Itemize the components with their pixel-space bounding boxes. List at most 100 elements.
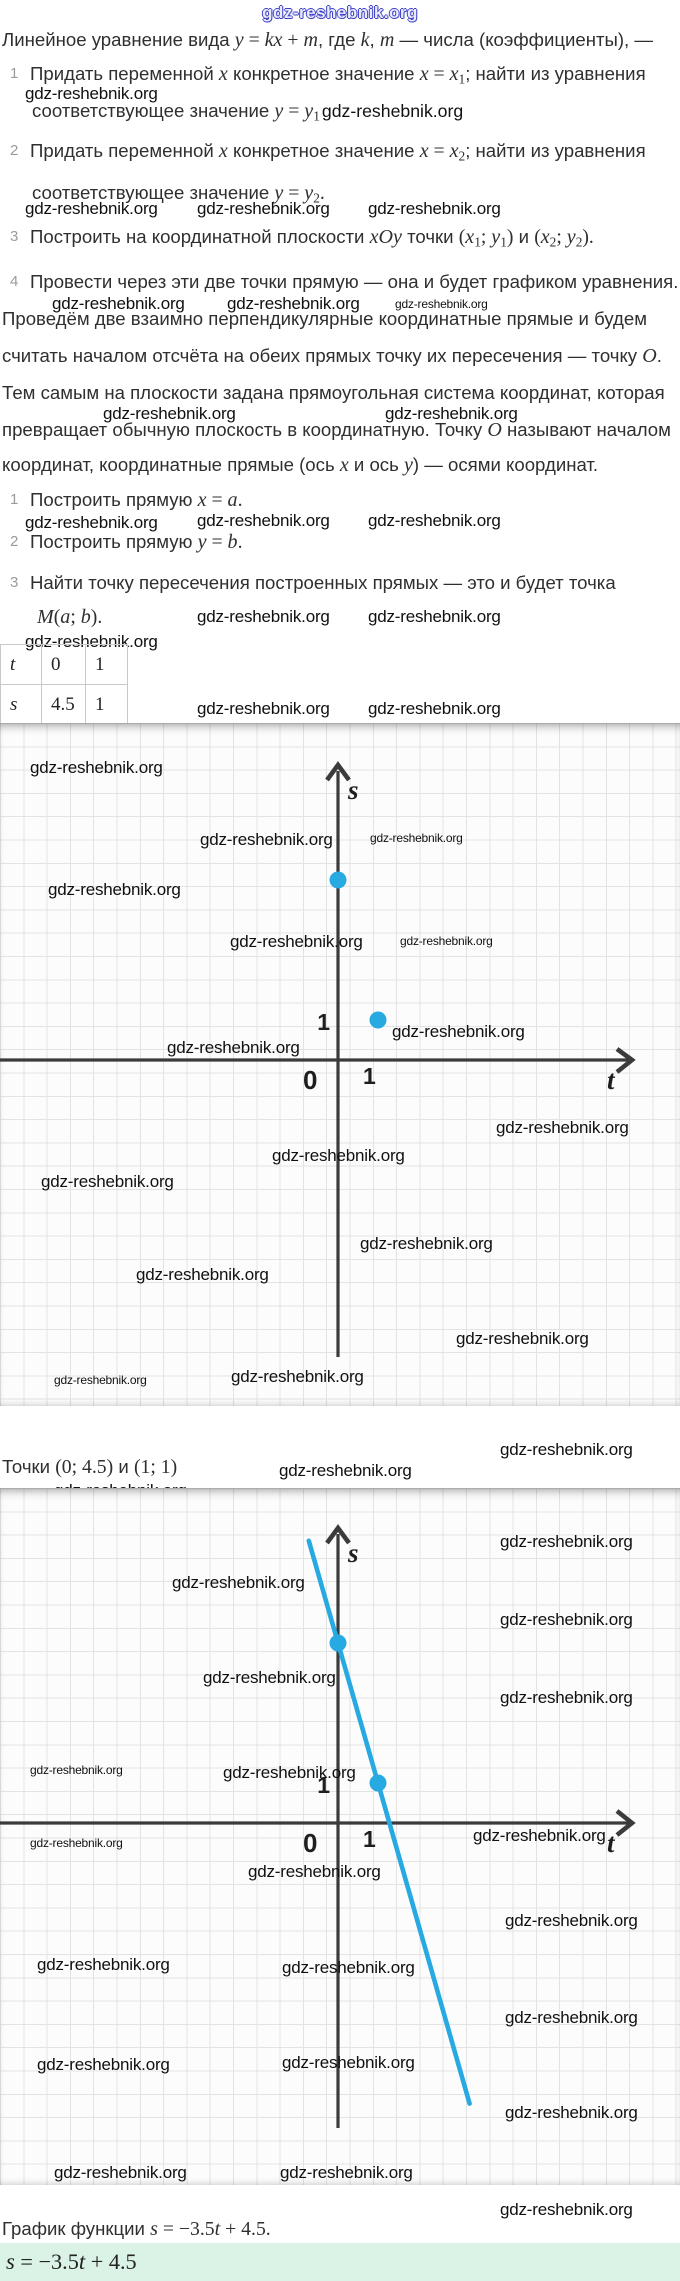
list1-item1-line1: Придать переменной x конкретное значение… [30, 63, 646, 87]
list1-item2-line2: соответствующее значение y = y2. [32, 182, 325, 206]
list1-item2-line1: Придать переменной x конкретное значение… [30, 140, 646, 164]
coordinate-plane-points: s t 1 0 1 gdz-reshebnik.org gdz-reshebni… [0, 723, 680, 1406]
data-point [329, 871, 347, 889]
watermark: gdz-reshebnik.org [30, 1836, 123, 1850]
watermark: gdz-reshebnik.org [370, 831, 463, 845]
watermark: gdz-reshebnik.org [30, 1763, 123, 1777]
watermark: gdz-reshebnik.org [41, 1172, 174, 1191]
watermark: gdz-reshebnik.org [25, 199, 158, 218]
watermark: gdz-reshebnik.org [136, 1265, 269, 1284]
paragraph-4: превращает обычную плоскость в координат… [2, 419, 671, 441]
list2-item3-number: 3 [10, 574, 19, 591]
watermark: gdz-reshebnik.org [197, 199, 330, 218]
graph2-canvas [0, 1524, 636, 2128]
list2-item1-line1: Построить прямую x = a. [30, 489, 243, 511]
watermark: gdz-reshebnik.org [25, 84, 158, 103]
origin-label: 0 [303, 1828, 318, 1858]
coordinate-plane-line: s t 1 0 1 gdz-reshebnik.org gdz-reshebni… [0, 1488, 680, 2185]
origin-label: 0 [303, 1065, 318, 1095]
table-cell: 4.5 [41, 684, 86, 725]
watermark: gdz-reshebnik.org [172, 1573, 305, 1592]
t-axis-arrow-icon [615, 1047, 636, 1074]
watermark: gdz-reshebnik.org [395, 297, 488, 311]
watermark: gdz-reshebnik.org [282, 1958, 415, 1977]
table-cell: s [0, 684, 42, 725]
data-point [369, 1011, 387, 1029]
graph1-canvas [0, 761, 636, 1357]
watermark: gdz-reshebnik.org [500, 1688, 633, 1707]
t-axis-arrow-icon [615, 1809, 636, 1837]
watermark: gdz-reshebnik.org [392, 1022, 525, 1041]
watermark: gdz-reshebnik.org [500, 1532, 633, 1551]
watermark: gdz-reshebnik.org [37, 2055, 170, 2074]
answer-formula: s = −3.5t + 4.5 [6, 2249, 137, 2274]
s-axis-arrow-icon [325, 1524, 351, 1545]
watermark: gdz-reshebnik.org [167, 1038, 300, 1057]
t-axis-label: t [607, 1065, 615, 1095]
value-table: t 0 1 s 4.5 1 [0, 644, 128, 725]
watermark: gdz-reshebnik.org [203, 1668, 336, 1687]
watermark: gdz-reshebnik.org [505, 2008, 638, 2027]
watermark: gdz-reshebnik.org [500, 2200, 633, 2219]
watermark: gdz-reshebnik.org [48, 880, 181, 899]
list2-item1-number: 1 [10, 491, 19, 508]
list2-item2-line1: Построить прямую y = b. [30, 531, 243, 553]
watermark: gdz-reshebnik.org [368, 607, 501, 626]
watermark: gdz-reshebnik.org [500, 1610, 633, 1629]
s-axis-arrow-icon [325, 761, 351, 782]
list1-item3-number: 3 [10, 228, 19, 245]
data-point [369, 1774, 387, 1792]
watermark: gdz-reshebnik.org [505, 1911, 638, 1930]
s-axis-label: s [348, 775, 359, 805]
watermark: gdz-reshebnik.org [200, 830, 333, 849]
intro-paragraph: Линейное уравнение вида y = kx + m, где … [2, 29, 653, 51]
paragraph-2: считать началом отсчёта на обеих прямых … [2, 345, 662, 367]
y-tick-1: 1 [317, 1772, 330, 1798]
list1-item2-number: 2 [10, 142, 19, 159]
watermark: gdz-reshebnik.org [25, 513, 158, 532]
watermark: gdz-reshebnik.org [279, 1461, 412, 1480]
list1-item1-number: 1 [10, 65, 19, 82]
watermark: gdz-reshebnik.org [368, 199, 501, 218]
watermark: gdz-reshebnik.org [197, 699, 330, 718]
watermark: gdz-reshebnik.org [197, 511, 330, 530]
list1-item4-number: 4 [10, 273, 19, 290]
table-row: s 4.5 1 [0, 684, 128, 725]
list2-item2-number: 2 [10, 533, 19, 550]
list1-item3-line1: Построить на координатной плоскости xOy … [30, 226, 594, 250]
watermark: gdz-reshebnik.org [197, 607, 330, 626]
watermark: gdz-reshebnik.org [385, 404, 518, 423]
watermark: gdz-reshebnik.org [282, 2053, 415, 2072]
watermark: gdz-reshebnik.org [505, 2103, 638, 2122]
watermark: gdz-reshebnik.org [248, 1862, 381, 1881]
watermark: gdz-reshebnik.org [360, 1234, 493, 1253]
x-tick-1: 1 [363, 1063, 376, 1089]
list2-item3-line1: Найти точку пересечения построенных прям… [30, 572, 616, 593]
y-tick-1: 1 [317, 1009, 330, 1035]
table-cell: 1 [85, 684, 128, 725]
paragraph-5: координат, координатные прямые (ось x и … [2, 454, 599, 476]
list2-item3-line2: M(a; b). [37, 606, 103, 628]
watermark: gdz-reshebnik.org [230, 932, 363, 951]
table-cell: 0 [41, 644, 86, 685]
table-cell: t [0, 644, 42, 685]
watermark: gdz-reshebnik.org [272, 1146, 405, 1165]
watermark: gdz-reshebnik.org [500, 1440, 633, 1459]
points-caption: Точки (0; 4.5) и (1; 1) [2, 1456, 178, 1478]
watermark: gdz-reshebnik.org [54, 2163, 187, 2182]
answer-box: s = −3.5t + 4.5 [0, 2243, 680, 2281]
watermark: gdz-reshebnik.org [223, 1763, 356, 1782]
watermark: gdz-reshebnik.org [473, 1826, 606, 1845]
table-row: t 0 1 [0, 644, 128, 685]
list1-item4-line1: Провести через эти две точки прямую — он… [30, 271, 679, 292]
function-caption: График функции s = −3.5t + 4.5. [2, 2218, 271, 2240]
watermark: gdz-reshebnik.org [227, 294, 360, 313]
watermark: gdz-reshebnik.org [456, 1329, 589, 1348]
watermark: gdz-reshebnik.org [54, 1373, 147, 1387]
site-watermark-header: gdz-reshebnik.org [262, 3, 418, 22]
x-tick-1: 1 [363, 1826, 376, 1852]
watermark: gdz-reshebnik.org [321, 101, 464, 121]
data-point [329, 1634, 347, 1652]
